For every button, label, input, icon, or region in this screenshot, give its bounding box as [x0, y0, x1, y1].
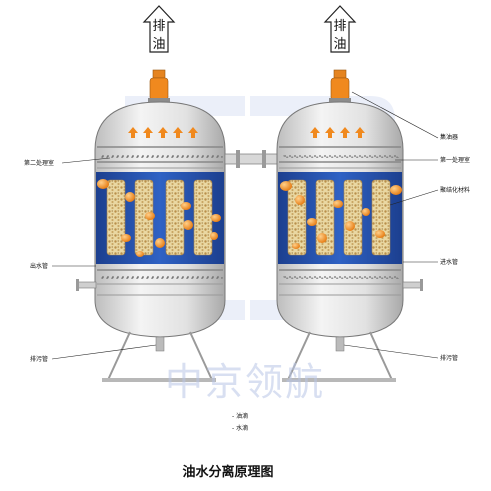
right-oil-rise-arrows — [310, 127, 365, 138]
left-oil-rise-arrows — [128, 127, 198, 138]
label-left-drain: 排污管 — [30, 355, 48, 363]
connecting-pipe — [224, 150, 278, 168]
label-water-outlet: 出水管 — [30, 262, 48, 270]
left-outlet-text-2: 油 — [152, 37, 165, 52]
right-vessel — [276, 69, 423, 382]
label-collector: 集油器 — [440, 133, 458, 141]
left-oil-outlet-arrow: 排 油 — [142, 5, 176, 53]
label-coalescing-material: 聚结化材料 — [440, 186, 470, 194]
label-water-pipe: 进水管 — [440, 258, 458, 266]
legend: - 油滴 - 水滴 — [232, 412, 248, 432]
right-oil-outlet-arrow: 排 油 — [323, 5, 357, 53]
label-right-drain: 排污管 — [440, 354, 458, 362]
diagram-title: 油水分离原理图 — [182, 464, 273, 480]
left-outlet-text-1: 排 — [152, 19, 165, 34]
right-oil-droplets — [280, 181, 402, 249]
right-outlet-text-2: 油 — [333, 37, 346, 52]
legend-item-water: - 水滴 — [232, 424, 248, 432]
label-primary-chamber: 第一处理室 — [440, 156, 470, 164]
right-callouts: 集油器 第一处理室 聚结化材料 进水管 排污管 — [343, 91, 470, 362]
left-vessel — [76, 69, 226, 382]
legend-item-oil: - 油滴 — [232, 412, 248, 420]
left-oil-droplets — [97, 179, 221, 257]
label-secondary-chamber: 第二处理室 — [24, 159, 54, 167]
left-callouts: 第二处理室 出水管 排污管 — [24, 157, 157, 363]
watermark-text: 中京领航 — [165, 360, 325, 404]
right-outlet-text-1: 排 — [333, 19, 346, 34]
